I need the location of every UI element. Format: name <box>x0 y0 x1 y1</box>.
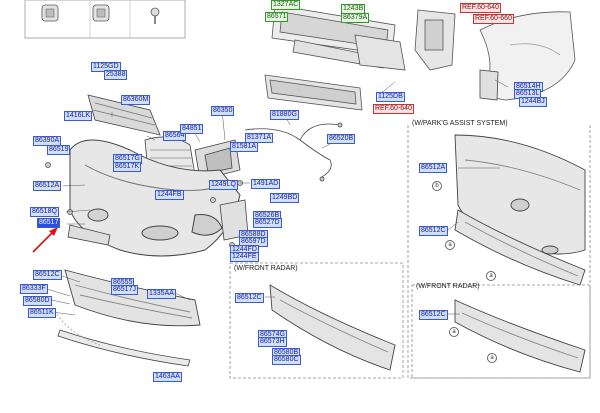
inset-front-radar-b-frame <box>411 284 591 379</box>
clip-part-icon-2 <box>92 4 110 22</box>
part-label-81880g[interactable]: 81880G <box>270 110 299 120</box>
part-label-1491ad[interactable]: 1491AD <box>251 179 281 189</box>
part-label-86511k[interactable]: 86511K <box>28 308 56 318</box>
ref-link-60-660[interactable]: REF.60-660 <box>473 14 514 24</box>
part-label-86519[interactable]: 86519 <box>47 145 71 155</box>
absorber-block-part <box>264 34 406 111</box>
part-label-86512c-left[interactable]: 86512C <box>33 270 62 280</box>
callout-a-1: a <box>445 240 455 250</box>
ref-link-60-640-top[interactable]: REF.60-640 <box>460 3 501 13</box>
part-label-1125db[interactable]: 1125DB <box>376 92 405 102</box>
part-label-86580c[interactable]: 86580C <box>272 355 301 365</box>
part-label-1249lq[interactable]: 1249LQ <box>209 180 238 190</box>
part-label-86333f[interactable]: 86333F <box>20 284 48 294</box>
grille-bracket-part <box>194 139 241 181</box>
part-label-86518q[interactable]: 86518Q <box>30 207 59 217</box>
part-label-86517j[interactable]: 86517J <box>111 285 138 295</box>
part-label-1244fe[interactable]: 1244FE <box>230 252 259 262</box>
bracket-part <box>414 9 456 71</box>
part-label-86512a-right[interactable]: 86512A <box>419 163 448 173</box>
lower-lip-spoiler <box>64 269 201 327</box>
part-label-86512a-left[interactable]: 86512A <box>33 181 62 191</box>
front-radar-b-lip <box>454 299 586 373</box>
screw-icon <box>150 7 160 24</box>
part-label-1244fb[interactable]: 1244FB <box>155 190 184 200</box>
callout-a-3: a <box>449 327 459 337</box>
upper-grille-part <box>87 94 161 136</box>
part-label-81371a[interactable]: 81371A <box>245 133 274 143</box>
part-label-86512c-front-radar-b[interactable]: 86512C <box>419 310 448 320</box>
top-parts-box <box>24 0 186 39</box>
clip-part-icon <box>41 4 59 22</box>
red-pointer-arrow <box>32 227 58 253</box>
park-assist-bumper <box>454 134 586 255</box>
part-label-86527d[interactable]: 86527D <box>253 218 282 228</box>
part-label-86350[interactable]: 86350 <box>211 106 235 116</box>
part-label-86517-selected[interactable]: 86517 <box>37 218 61 228</box>
callout-a-2: a <box>486 271 496 281</box>
inset-park-assist-frame <box>407 125 591 379</box>
part-label-86379a[interactable]: 86379A <box>341 13 370 23</box>
wiring-harness <box>244 122 343 182</box>
part-label-1416lk[interactable]: 1416LK <box>64 111 93 121</box>
callout-a-4: a <box>487 353 497 363</box>
part-label-1463aa[interactable]: 1463AA <box>153 372 182 382</box>
lower-grille-insert <box>67 224 111 246</box>
section-title-front-radar-a: (W/FRONT RADAR) <box>234 265 298 272</box>
part-label-86512c-right[interactable]: 86512C <box>419 226 448 236</box>
front-radar-a-lip <box>269 284 396 371</box>
part-label-86520b[interactable]: 86520B <box>327 134 356 144</box>
part-label-1249bd[interactable]: 1249BD <box>270 193 300 203</box>
callout-b: b <box>432 181 442 191</box>
part-label-86360m[interactable]: 86360M <box>121 95 151 105</box>
part-label-84851[interactable]: 84851 <box>180 124 204 134</box>
part-label-86517k[interactable]: 86517K <box>113 162 142 172</box>
part-label-25388[interactable]: 25388 <box>104 70 128 80</box>
part-label-81581a[interactable]: 81581A <box>230 142 259 152</box>
part-label-86580d[interactable]: 86580D <box>23 296 52 306</box>
part-label-86564[interactable]: 86564 <box>163 131 187 141</box>
part-label-86512c-front-radar-a[interactable]: 86512C <box>235 293 264 303</box>
ref-link-60-640-mid[interactable]: REF.60-640 <box>373 104 414 114</box>
part-label-1335aa[interactable]: 1335AA <box>147 289 176 299</box>
section-title-front-radar-b: (W/FRONT RADAR) <box>416 283 480 290</box>
part-label-86573h[interactable]: 86573H <box>258 337 287 347</box>
part-label-86571[interactable]: 86571 <box>265 12 289 22</box>
part-label-1244bj[interactable]: 1244BJ <box>519 97 547 107</box>
bumper-molding-strip <box>49 299 191 367</box>
part-label-1327ac[interactable]: 1327AC <box>271 0 301 10</box>
inset-front-radar-a-frame <box>229 262 404 379</box>
section-title-park-assist: (W/PARK'G ASSIST SYSTEM) <box>412 120 508 127</box>
